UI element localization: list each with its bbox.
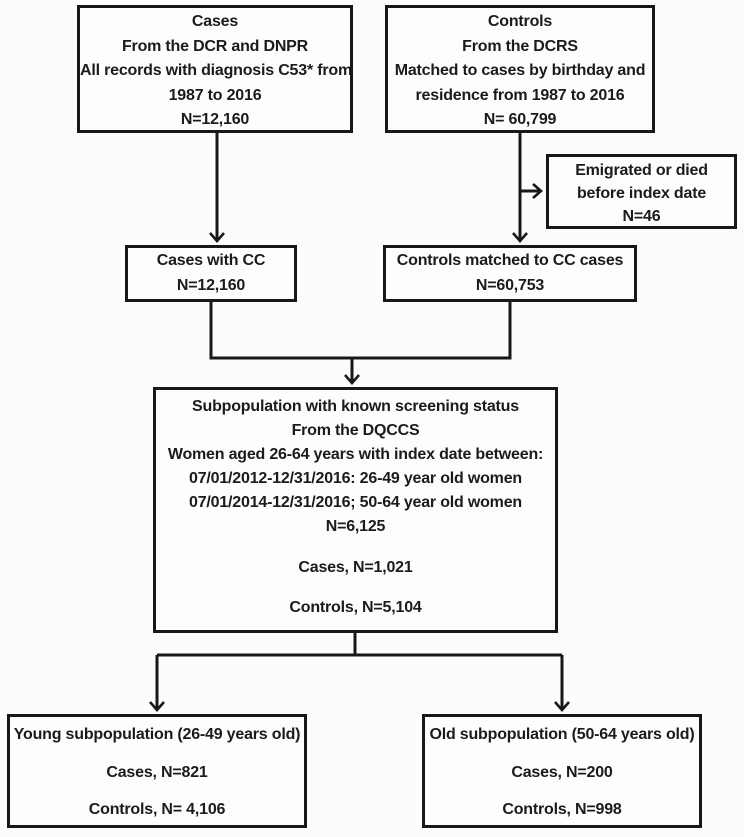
box-text-line: Cases with CC (156, 252, 266, 269)
subpopulation-cases-count: Cases, N=1,021 (298, 559, 413, 576)
box-text-line: Subpopulation with known screening statu… (192, 398, 519, 415)
box-excluded: Emigrated or died before index date N=46 (546, 154, 737, 229)
box-cases-source: Cases From the DCR and DNPR All records … (77, 5, 353, 133)
box-text-line: Cases (191, 13, 239, 30)
box-subpopulation: Subpopulation with known screening statu… (153, 387, 558, 633)
box-text-line: From the DCR and DNPR (121, 37, 309, 55)
box-text-line: N=12,160 (176, 277, 246, 294)
box-text-line: 07/01/2012-12/31/2016: 26-49 year old wo… (189, 470, 522, 487)
box-controls-source: Controls From the DCRS Matched to cases … (385, 5, 655, 133)
box-text-line: before index date (576, 185, 707, 202)
young-title: Young subpopulation (26-49 years old) (13, 726, 301, 743)
box-young-subpopulation: Young subpopulation (26-49 years old) Ca… (7, 714, 307, 828)
connector-merge-line (209, 302, 512, 360)
box-text-line: Matched to cases by birthday and (394, 62, 646, 79)
connector-split-line (157, 633, 562, 657)
box-cases-cc: Cases with CC N=12,160 (125, 245, 297, 302)
box-text-line: 07/01/2014-12/31/2016; 50-64 year old wo… (189, 494, 522, 511)
box-text-line: N= 60,799 (483, 111, 557, 128)
old-title: Old subpopulation (50-64 years old) (429, 726, 695, 743)
box-text-line: 1987 to 2016 (168, 86, 262, 104)
box-old-subpopulation: Old subpopulation (50-64 years old) Case… (422, 714, 702, 828)
box-text-line: N=60,753 (475, 277, 545, 294)
box-text-line: From the DQCCS (291, 422, 420, 439)
box-text-line: Controls (487, 13, 553, 30)
box-text-line: From the DCRS (462, 37, 578, 55)
old-cases-count: Cases, N=200 (511, 764, 613, 781)
young-cases-count: Cases, N=821 (106, 764, 208, 781)
box-text-line: All records with diagnosis C53* from (80, 62, 352, 79)
box-text-line: N=6,125 (325, 518, 386, 535)
box-text-line: N=46 (622, 208, 661, 225)
old-controls-count: Controls, N=998 (502, 801, 622, 818)
box-text-line: Controls matched to CC cases (396, 252, 624, 269)
box-text-line: N=12,160 (180, 111, 250, 128)
subpopulation-controls-count: Controls, N=5,104 (289, 599, 422, 616)
box-text-line: Women aged 26-64 years with index date b… (167, 446, 544, 463)
box-controls-cc: Controls matched to CC cases N=60,753 (383, 245, 637, 302)
box-text-line: residence from 1987 to 2016 (415, 86, 625, 104)
young-controls-count: Controls, N= 4,106 (88, 801, 226, 818)
box-text-line: Emigrated or died (575, 162, 708, 179)
